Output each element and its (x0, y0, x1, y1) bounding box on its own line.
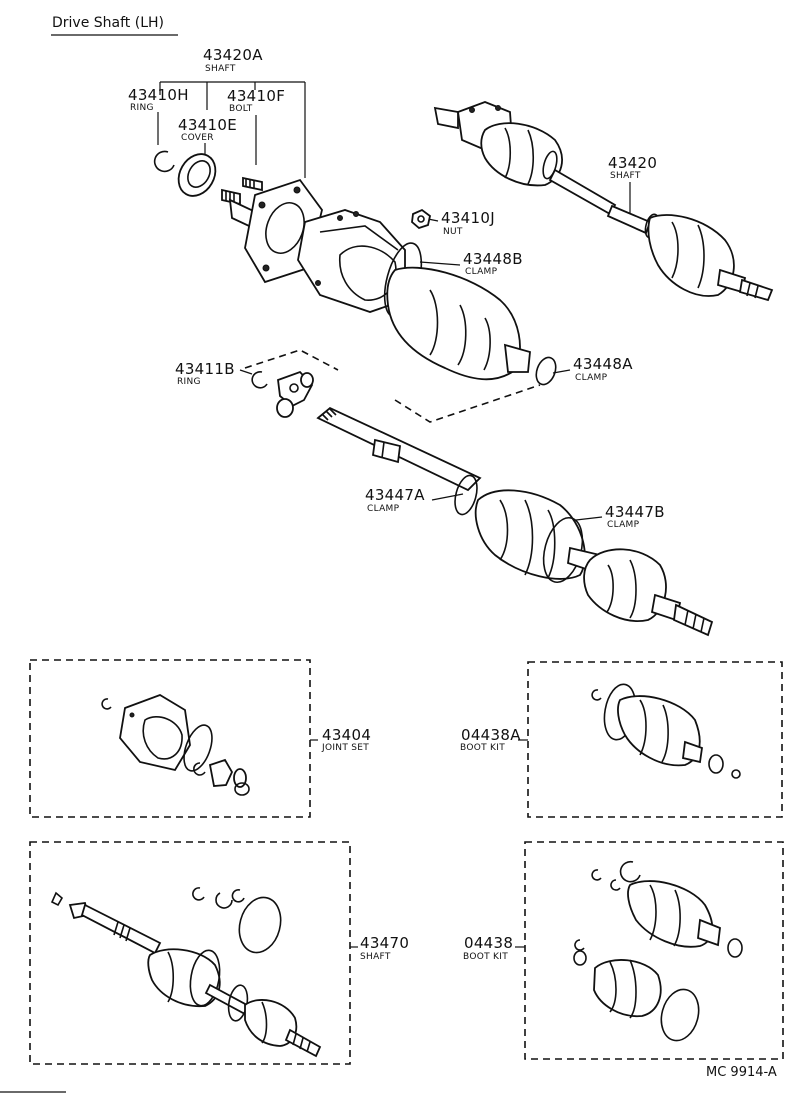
part-name: SHAFT (360, 952, 391, 962)
part-name: RING (130, 103, 154, 113)
part-name: BOOT KIT (460, 743, 505, 753)
part-number: 43410E (178, 116, 237, 134)
part-number: 43411B (175, 360, 235, 378)
outer-boot (474, 489, 586, 580)
part-number: 43447B (605, 503, 665, 521)
label-04438a-boot-kit[interactable]: 04438A BOOT KIT (460, 726, 521, 753)
outer-housing (297, 209, 406, 313)
label-43410e-cover[interactable]: 43410E COVER (178, 116, 237, 143)
part-number: 43404 (322, 726, 371, 744)
part-number: 04438 (464, 934, 513, 952)
shaft-43470-drawing (50, 887, 322, 1058)
snap-ring-43411b (251, 371, 268, 389)
part-number: 43470 (360, 934, 409, 952)
part-name: CLAMP (465, 267, 498, 277)
part-name: SHAFT (610, 171, 641, 181)
part-number: 43447A (365, 486, 425, 504)
kit-box-boot-kit (524, 841, 784, 1060)
part-number: 43448A (573, 355, 633, 373)
relation-line-2 (394, 384, 541, 423)
leader-43447a (431, 493, 464, 501)
relation-line-1 (244, 349, 339, 371)
part-number: 43420A (203, 46, 263, 64)
kit-box-shaft (29, 841, 351, 1065)
part-name: RING (177, 377, 201, 387)
label-43447a-clamp[interactable]: 43447A CLAMP (365, 486, 425, 514)
label-43448b-clamp[interactable]: 43448B CLAMP (463, 250, 523, 277)
clamp-43448a (535, 356, 557, 386)
part-name: JOINT SET (321, 743, 369, 753)
nut-43410j (411, 208, 432, 230)
diagram-title: Drive Shaft (LH) (52, 15, 164, 31)
label-43448a-clamp[interactable]: 43448A CLAMP (573, 355, 633, 383)
cover-43410e (177, 153, 217, 197)
part-name: BOLT (229, 104, 253, 114)
figure-code: MC 9914-A (706, 1065, 777, 1080)
bolt-43410f (242, 176, 263, 192)
kit-box-joint-set (29, 659, 311, 818)
boot-kit-drawing (573, 860, 743, 1042)
label-43404-joint-set[interactable]: 43404 JOINT SET (321, 726, 371, 753)
boot-kit-a-drawing (591, 683, 741, 779)
shaft-43420-assembly (433, 101, 774, 302)
label-43410f-bolt[interactable]: 43410F BOLT (227, 87, 285, 114)
leader-43448a (552, 369, 571, 374)
outboard-cv-joint (567, 546, 714, 637)
label-43470-shaft[interactable]: 43470 SHAFT (360, 934, 409, 962)
part-name: CLAMP (575, 373, 608, 383)
kit-box-boot-kit-a (527, 661, 783, 818)
label-43447b-clamp[interactable]: 43447B CLAMP (605, 503, 665, 530)
label-43410h-ring[interactable]: 43410H RING (128, 86, 189, 113)
main-drive-shaft (316, 406, 482, 492)
label-43420-shaft[interactable]: 43420 SHAFT (608, 154, 657, 181)
label-43411b-ring[interactable]: 43411B RING (175, 360, 235, 387)
part-name: COVER (181, 133, 214, 143)
label-04438-boot-kit[interactable]: 04438 BOOT KIT (463, 934, 513, 962)
clamp-43447a (454, 474, 478, 516)
part-number: 04438A (461, 726, 521, 744)
part-number: 43410F (227, 87, 285, 105)
part-number: 43420 (608, 154, 657, 172)
snap-ring-43410h (153, 150, 175, 173)
part-name: BOOT KIT (463, 952, 508, 962)
part-number: 43410J (441, 209, 495, 227)
leader-43420a (159, 81, 306, 178)
part-name: NUT (443, 227, 463, 237)
joint-set-drawing (101, 694, 250, 796)
part-number: 43410H (128, 86, 189, 104)
label-43420a-shaft[interactable]: 43420A SHAFT (203, 46, 263, 74)
leader-43448b (419, 261, 461, 266)
label-43410j-nut[interactable]: 43410J NUT (441, 209, 495, 237)
part-number: 43448B (463, 250, 523, 268)
leader-43411b (239, 369, 253, 375)
inner-boot (386, 266, 531, 381)
tripod-joint (276, 370, 314, 418)
part-name: CLAMP (367, 504, 400, 514)
part-name: CLAMP (607, 520, 640, 530)
part-name: SHAFT (205, 64, 236, 74)
leader-43447b (575, 516, 603, 521)
